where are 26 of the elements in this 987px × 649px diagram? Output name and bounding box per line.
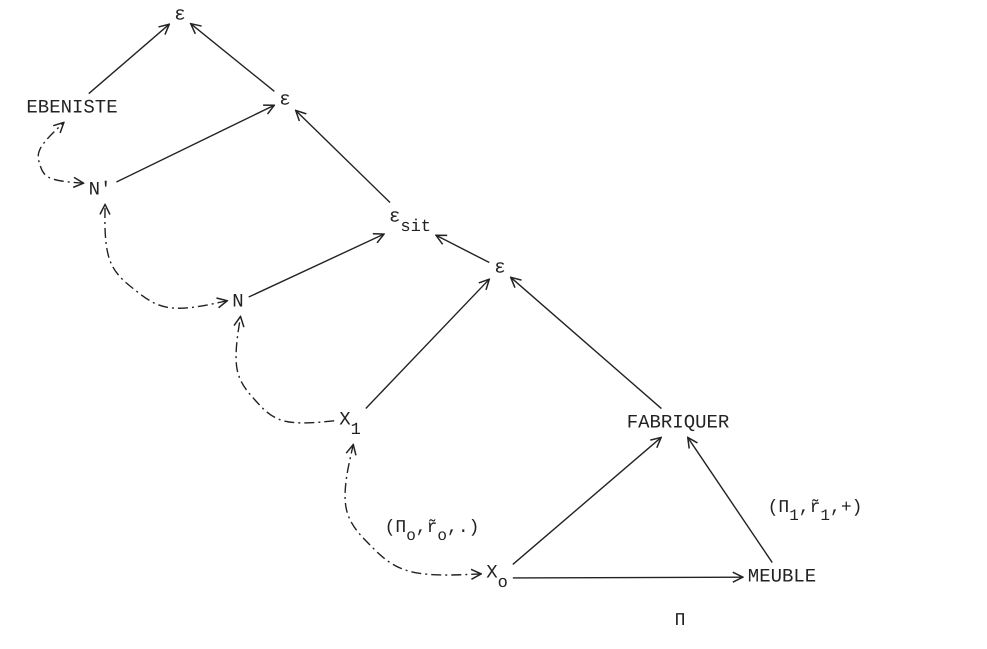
node-label: X$_{1}$: [339, 409, 361, 441]
arrow: [512, 571, 744, 583]
arrow: [435, 234, 490, 264]
dash-dot-arrow: [344, 444, 482, 580]
node-label: X$_{o}$: [486, 562, 508, 594]
node-label: EBENISTE: [26, 98, 118, 118]
arrow: [248, 233, 385, 298]
arrow: [190, 22, 275, 92]
node-label: ε: [279, 90, 291, 110]
node-label: N': [88, 180, 112, 200]
node-label: ε: [494, 258, 506, 278]
arrow: [687, 436, 773, 563]
arrow: [365, 278, 490, 409]
arrow: [88, 23, 170, 94]
node-label: ε: [174, 4, 186, 26]
arrow: [294, 110, 390, 203]
arrow: [510, 276, 662, 410]
node-label: ε$_{sit}$: [389, 206, 431, 238]
node-label: FABRIQUER: [626, 412, 730, 434]
dash-dot-arrow: [99, 204, 228, 309]
arrow: [116, 104, 276, 183]
arrow: [512, 436, 662, 565]
node-label: MEUBLE: [748, 566, 816, 588]
dash-dot-arrow: [233, 316, 334, 424]
node-label: N: [232, 292, 244, 312]
dash-dot-arrow: [38, 122, 84, 188]
